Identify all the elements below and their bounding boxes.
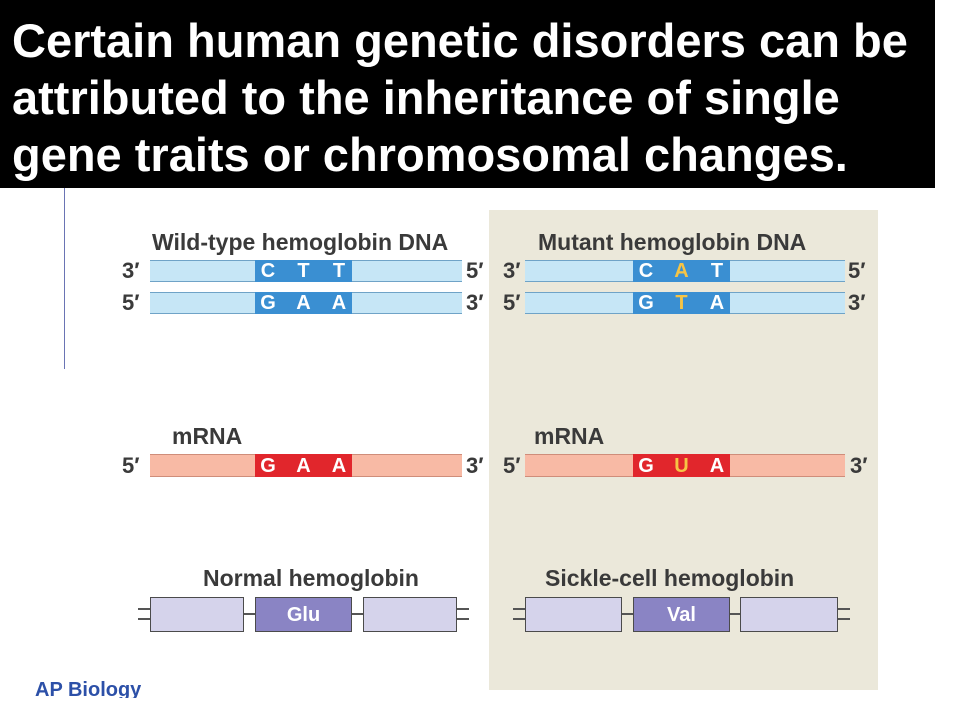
chain-break-symbol <box>138 608 150 620</box>
codon-base: A <box>709 292 725 314</box>
mutant-bottom-strand-left-end: 5′ <box>503 290 521 315</box>
wild-type-dna-top-codon: C T T <box>255 260 352 282</box>
chain-break-symbol <box>457 608 469 620</box>
mutant-bottom-strand-right-end: 3′ <box>848 290 866 315</box>
codon-base: A <box>331 454 347 477</box>
wild-type-dna-top-strand: C T T <box>150 260 462 282</box>
normal-amino-acid-box <box>363 597 457 632</box>
codon-base: G <box>260 292 276 314</box>
chain-break-symbol <box>838 608 850 620</box>
normal-highlighted-amino-acid-box: Glu <box>255 597 352 632</box>
codon-base: T <box>710 260 724 282</box>
normal-hemoglobin-label: Normal hemoglobin <box>203 565 419 591</box>
codon-base: A <box>296 454 311 477</box>
mutant-dna-bottom-codon: G T A <box>633 292 730 314</box>
codon-base: T <box>675 292 688 314</box>
mutant-dna-bottom-strand: G T A <box>525 292 845 314</box>
codon-base: A <box>331 292 347 314</box>
wild-type-bottom-strand-left-end: 5′ <box>122 290 140 315</box>
codon-base: A <box>709 454 725 477</box>
codon-base: G <box>638 454 654 477</box>
sickle-amino-acid-box <box>525 597 622 632</box>
amino-acid-label: Glu <box>286 603 321 626</box>
mutant-dna-top-strand: C A T <box>525 260 845 282</box>
normal-amino-acid-box <box>150 597 244 632</box>
wild-type-top-strand-left-end: 3′ <box>122 258 140 283</box>
mutant-dna-label: Mutant hemoglobin DNA <box>538 229 807 255</box>
codon-base: U <box>674 454 689 477</box>
codon-base: G <box>260 454 276 477</box>
codon-base: C <box>638 260 654 282</box>
amino-acid-label: Val <box>667 603 696 626</box>
mutant-mrna-right-end: 3′ <box>850 453 868 478</box>
mutant-mrna-label: mRNA <box>534 423 605 449</box>
title-line-1: Certain human genetic disorders can be <box>12 14 908 67</box>
mutant-dna-top-codon: C A T <box>633 260 730 282</box>
codon-base: T <box>297 260 310 282</box>
wild-type-bottom-strand-right-end: 3′ <box>466 290 484 315</box>
sickle-highlighted-amino-acid-box: Val <box>633 597 730 632</box>
wild-type-dna-label: Wild-type hemoglobin DNA <box>152 229 449 255</box>
sickle-cell-hemoglobin-label: Sickle-cell hemoglobin <box>545 565 795 591</box>
mutant-top-strand-right-end: 5′ <box>848 258 866 283</box>
wild-type-dna-bottom-strand: G A A <box>150 292 462 314</box>
footer-course-label: AP Biology <box>35 680 142 698</box>
chain-break-symbol <box>513 608 525 620</box>
wild-type-top-strand-right-end: 5′ <box>466 258 484 283</box>
mutant-top-strand-left-end: 3′ <box>503 258 521 283</box>
wild-type-mrna-right-end: 3′ <box>466 453 484 478</box>
wild-type-mrna-strand: G A A <box>150 454 462 477</box>
wild-type-dna-bottom-codon: G A A <box>255 292 352 314</box>
wild-type-mrna-left-end: 5′ <box>122 453 140 478</box>
vertical-accent-line <box>64 188 65 369</box>
title-line-3: gene traits or chromosomal changes. <box>12 128 848 181</box>
codon-base: A <box>296 292 311 314</box>
codon-base: C <box>260 260 276 282</box>
mutant-mrna-strand: G U A <box>525 454 845 477</box>
mutant-mrna-codon: G U A <box>633 454 730 477</box>
codon-base: G <box>638 292 654 314</box>
codon-base: A <box>674 260 689 282</box>
codon-base: T <box>332 260 346 282</box>
mutant-mrna-left-end: 5′ <box>503 453 521 478</box>
title-line-2: attributed to the inheritance of single <box>12 71 840 124</box>
footer: AP Biology <box>35 680 141 698</box>
wild-type-mrna-codon: G A A <box>255 454 352 477</box>
wild-type-mrna-label: mRNA <box>172 423 243 449</box>
title-box: Certain human genetic disorders can be a… <box>0 0 935 188</box>
sickle-amino-acid-box <box>740 597 838 632</box>
